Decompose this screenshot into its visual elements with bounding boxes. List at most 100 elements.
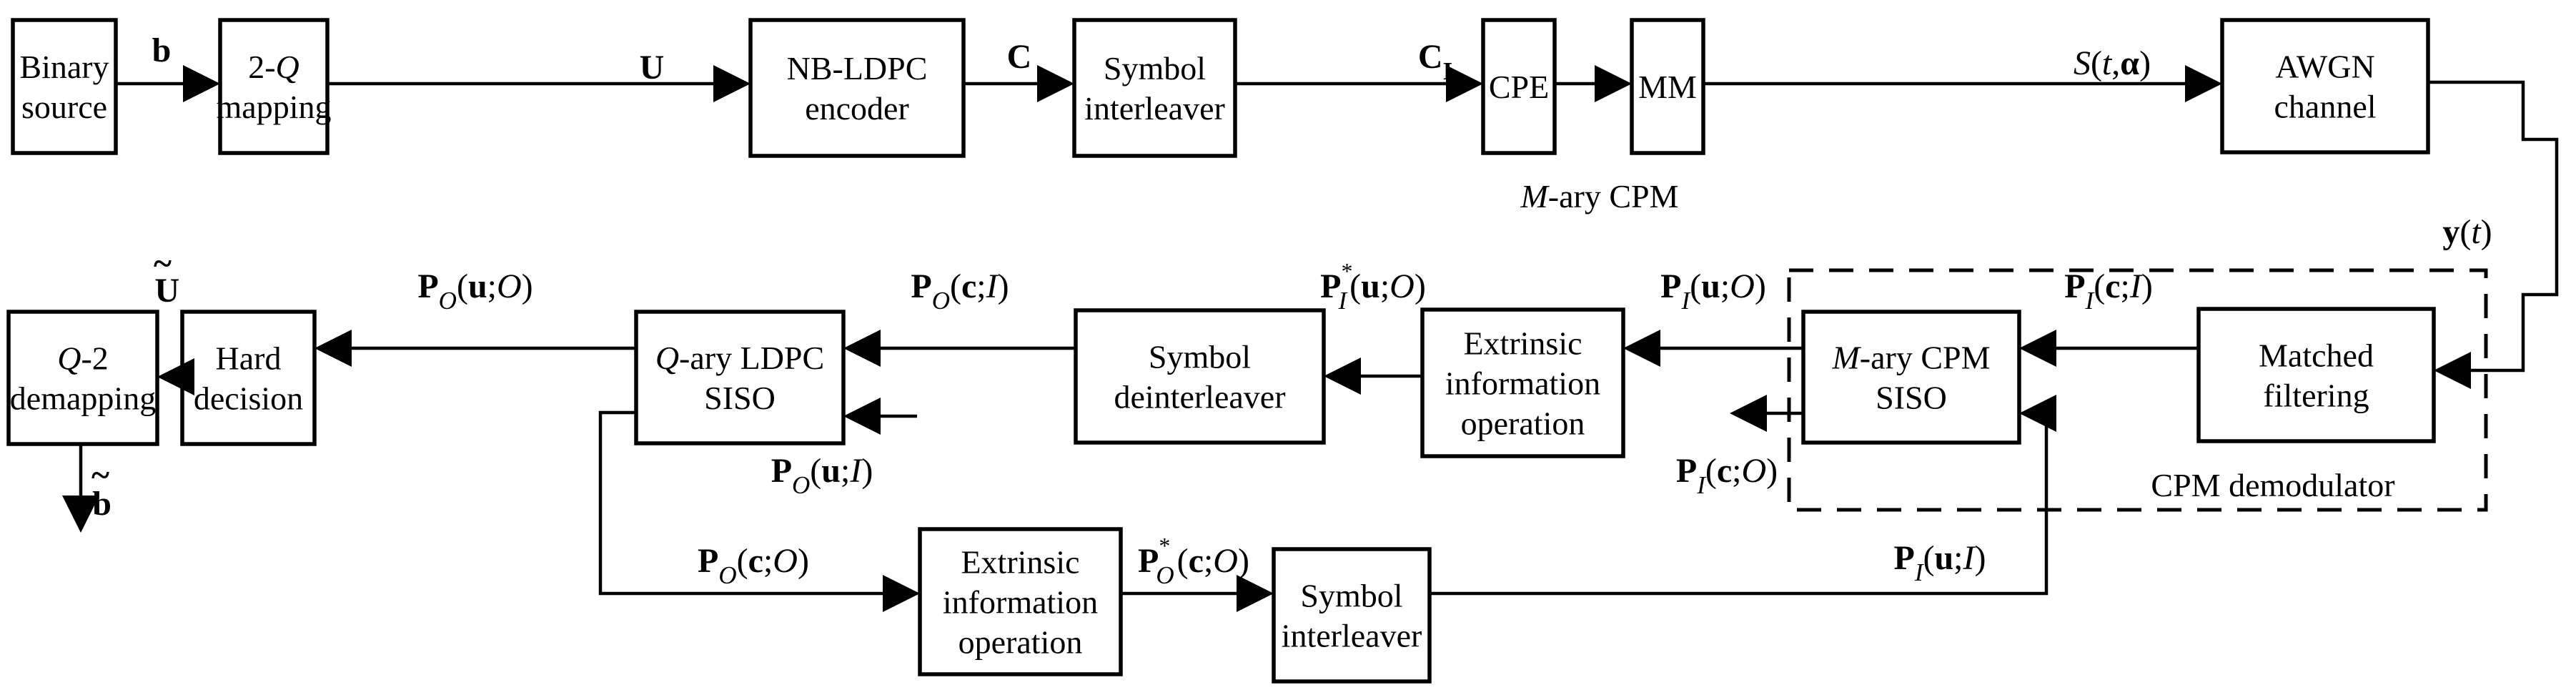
arrow-po-c-o-head bbox=[883, 575, 920, 612]
block-rect-q2-demapping bbox=[6, 310, 159, 446]
text-run: ) bbox=[2139, 44, 2151, 82]
text-run: ) bbox=[1238, 542, 1249, 580]
arrow-u-tilde-head bbox=[157, 358, 194, 395]
block-rect-hard-decision bbox=[180, 310, 317, 446]
text-run: Symbol bbox=[1149, 339, 1251, 375]
block-label-qary-ldpc-siso-line0: Q-ary LDPC bbox=[655, 340, 824, 376]
arrow-po-c-o bbox=[598, 410, 920, 612]
text-run: P bbox=[1660, 267, 1681, 305]
text-run: α bbox=[2120, 44, 2139, 82]
text-run: P bbox=[2064, 267, 2085, 305]
text-run: I bbox=[2129, 267, 2143, 305]
block-label-extrinsic-info-mid-line2: operation bbox=[1461, 405, 1585, 442]
text-run: ) bbox=[522, 267, 533, 305]
block-rect-symbol-deinterleaver bbox=[1074, 308, 1326, 445]
text-run: filtering bbox=[2263, 378, 2369, 414]
text-run: Hard bbox=[216, 340, 282, 377]
text-run: CPM demodulator bbox=[2151, 467, 2394, 503]
text-run: O bbox=[1389, 267, 1415, 305]
text-run: demapping bbox=[10, 380, 156, 417]
arrow-s-t-alpha bbox=[1703, 65, 2222, 102]
text-run: SISO bbox=[704, 380, 776, 416]
text-run: O bbox=[1730, 267, 1755, 305]
text-run: ( bbox=[737, 542, 748, 580]
cpm-demodulator-group bbox=[1787, 268, 2488, 512]
arrow-c-head bbox=[1037, 65, 1074, 102]
text-run: ( bbox=[2459, 213, 2471, 251]
text-run: encoder bbox=[805, 90, 909, 127]
label-sig-b: b bbox=[152, 31, 172, 69]
arrow-pi-u-o bbox=[1623, 330, 1803, 367]
text-run: u bbox=[1934, 539, 1953, 577]
arrow-u bbox=[327, 65, 750, 102]
arrow-pi-c-i bbox=[2019, 330, 2199, 367]
text-run: ~ bbox=[154, 245, 172, 282]
text-run: ( bbox=[457, 267, 468, 305]
arrow-s-t-alpha-head bbox=[2185, 65, 2222, 102]
text-run: P bbox=[911, 267, 931, 305]
text-run: CPE bbox=[1489, 69, 1549, 105]
text-run: ( bbox=[1923, 539, 1934, 577]
text-run: ( bbox=[2091, 44, 2102, 82]
text-run: ( bbox=[810, 452, 821, 490]
label-caption-mary-cpm: M-ary CPM bbox=[1520, 178, 1678, 215]
label-sig-pi-u-i: PI(u;I) bbox=[1894, 539, 1986, 586]
label-sig-po-c-o: PO(c;O) bbox=[698, 542, 809, 589]
block-label-binary-source-line0: Binary bbox=[19, 49, 109, 85]
text-run: c bbox=[1717, 452, 1732, 490]
block-label-nb-ldpc-encoder-line0: NB-LDPC bbox=[787, 50, 928, 87]
label-sig-s-t-alpha: S(t,α) bbox=[2074, 44, 2151, 82]
block-label-awgn-channel-line1: channel bbox=[2274, 89, 2376, 125]
text-run: SISO bbox=[1876, 380, 1947, 416]
block-label-symbol-interleaver-top-line1: interleaver bbox=[1084, 90, 1225, 127]
block-label-mary-cpm-siso-line1: SISO bbox=[1876, 380, 1947, 416]
arrow-pi-c-o-stub-head bbox=[1730, 395, 1767, 432]
arrow-po-c-o-line bbox=[598, 410, 898, 596]
arrow-pi-star-u-o bbox=[1324, 358, 1422, 395]
text-run: U bbox=[154, 272, 179, 310]
text-run: ( bbox=[950, 267, 961, 305]
text-run: O bbox=[1741, 452, 1766, 490]
text-run: ; bbox=[1732, 452, 1741, 490]
block-label-extrinsic-info-bottom-line0: Extrinsic bbox=[961, 544, 1079, 581]
block-label-two-q-mapping-line0: 2-Q bbox=[248, 49, 299, 85]
block-label-binary-source-line1: source bbox=[21, 89, 107, 125]
arrow-b bbox=[116, 65, 220, 102]
label-sig-pi-c-o: PI(c;O) bbox=[1676, 452, 1778, 499]
block-label-awgn-channel-line0: AWGN bbox=[2275, 49, 2374, 85]
label-caption-cpm-demodulator: CPM demodulator bbox=[2151, 467, 2394, 503]
text-run: O bbox=[439, 287, 457, 315]
arrow-po-c-i bbox=[843, 330, 1076, 367]
text-run: I bbox=[849, 452, 863, 490]
block-rect-matched-filtering bbox=[2196, 307, 2436, 443]
block-label-matched-filtering-line1: filtering bbox=[2263, 378, 2369, 414]
arrow-po-u-o-head bbox=[314, 330, 352, 367]
block-rect-extrinsic-info-bottom bbox=[918, 527, 1123, 676]
text-run: ; bbox=[2120, 267, 2129, 305]
text-run: C bbox=[1418, 38, 1443, 76]
text-run: O bbox=[718, 561, 736, 589]
arrow-y-t-head bbox=[2434, 352, 2471, 389]
block-qary-ldpc-siso: Q-ary LDPC SISO bbox=[634, 310, 846, 445]
block-rect-qary-ldpc-siso bbox=[634, 310, 846, 445]
text-run: I bbox=[1443, 57, 1453, 85]
arrow-b-tilde bbox=[62, 444, 99, 533]
text-run: -ary LDPC bbox=[679, 340, 824, 376]
arrow-pi-u-i bbox=[1430, 395, 2056, 596]
block-label-symbol-deinterleaver-line0: Symbol bbox=[1149, 339, 1251, 375]
text-run: O bbox=[497, 267, 522, 305]
text-run: -2 bbox=[81, 340, 108, 377]
block-rect-two-q-mapping bbox=[218, 18, 330, 155]
text-run: * bbox=[1341, 258, 1352, 284]
arrow-y-t-line bbox=[2428, 80, 2559, 373]
arrow-pi-c-o-stub bbox=[1730, 395, 1803, 432]
